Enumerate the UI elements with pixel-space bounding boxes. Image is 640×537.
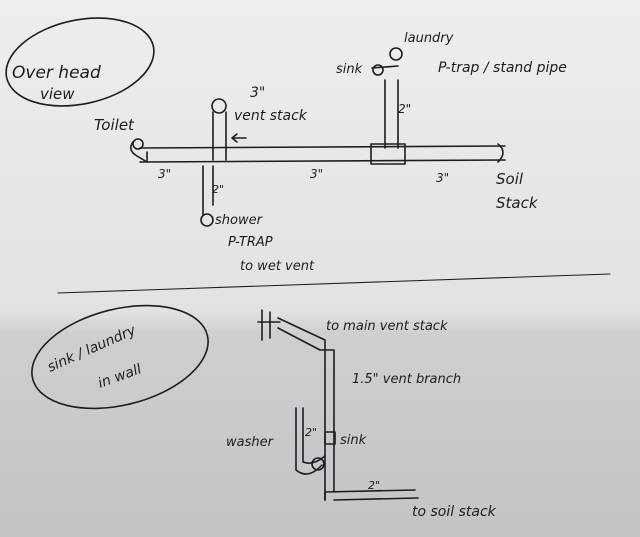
tee-fitting: [370, 143, 406, 165]
washer-label: washer: [226, 435, 275, 450]
shower-size-label: 2": [212, 183, 224, 196]
overhead-title-2: view: [40, 85, 75, 103]
laundry-size-label: 2": [398, 102, 411, 116]
sink-label: sink: [336, 62, 363, 77]
overhead-title: Over head: [12, 63, 101, 83]
wet-vent-label: to wet vent: [240, 259, 315, 274]
overhead-view-section: Over head view Toilet 3" vent stack sink…: [5, 17, 567, 274]
section-divider: [57, 273, 611, 294]
title-circle: [5, 17, 155, 107]
laundry-standpipe-icon: [389, 47, 403, 61]
vent-stack-pipe: [212, 111, 227, 161]
shower-ptrap-label: P-TRAP: [228, 235, 273, 250]
main-vent-connection-icon: [257, 309, 281, 341]
arrow-icon: [231, 133, 247, 143]
toilet-outlet-icon: [132, 138, 144, 150]
in-wall-title-circle: [31, 304, 209, 410]
washer-size-label: 2": [305, 426, 317, 439]
vent-branch-pipe: [277, 317, 335, 501]
laundry-label: laundry: [404, 31, 454, 46]
shower-branch-pipe: [202, 165, 214, 216]
sink-arm-pipe: [371, 65, 399, 69]
sink-label-wall: sink: [340, 433, 367, 448]
segment1-size-label: 3": [158, 167, 171, 181]
ptrap-standpipe-label: P-trap / stand pipe: [438, 60, 567, 76]
soil-drain-pipe: [324, 489, 419, 501]
vent-branch-label: 1.5" vent branch: [352, 372, 461, 387]
laundry-branch-pipe: [384, 79, 399, 149]
shower-trap-icon: [200, 213, 214, 227]
drain-size-label: 2": [368, 479, 380, 492]
washer-standpipe-pipe: [295, 407, 326, 475]
stack-label: Stack: [496, 194, 539, 212]
washer-trap-icon: [311, 457, 325, 471]
vent-size-label: 3": [250, 85, 265, 101]
segment2-size-label: 3": [310, 167, 323, 181]
sink-trap-icon: [372, 64, 384, 76]
to-soil-stack-label: to soil stack: [412, 504, 497, 520]
vent-stack-label: vent stack: [234, 108, 308, 124]
vent-stack-cap-icon: [211, 98, 227, 114]
segment3-size-label: 3": [436, 171, 449, 185]
shower-label: shower: [215, 213, 264, 228]
soil-stack-icon: [497, 143, 504, 163]
sink-tee-fitting: [324, 431, 336, 445]
toilet-label: Toilet: [94, 116, 135, 134]
soil-label: Soil: [496, 170, 524, 188]
main-drain-pipe: [139, 145, 506, 163]
to-main-vent-label: to main vent stack: [326, 319, 448, 334]
toilet-flange-icon: [129, 141, 148, 163]
